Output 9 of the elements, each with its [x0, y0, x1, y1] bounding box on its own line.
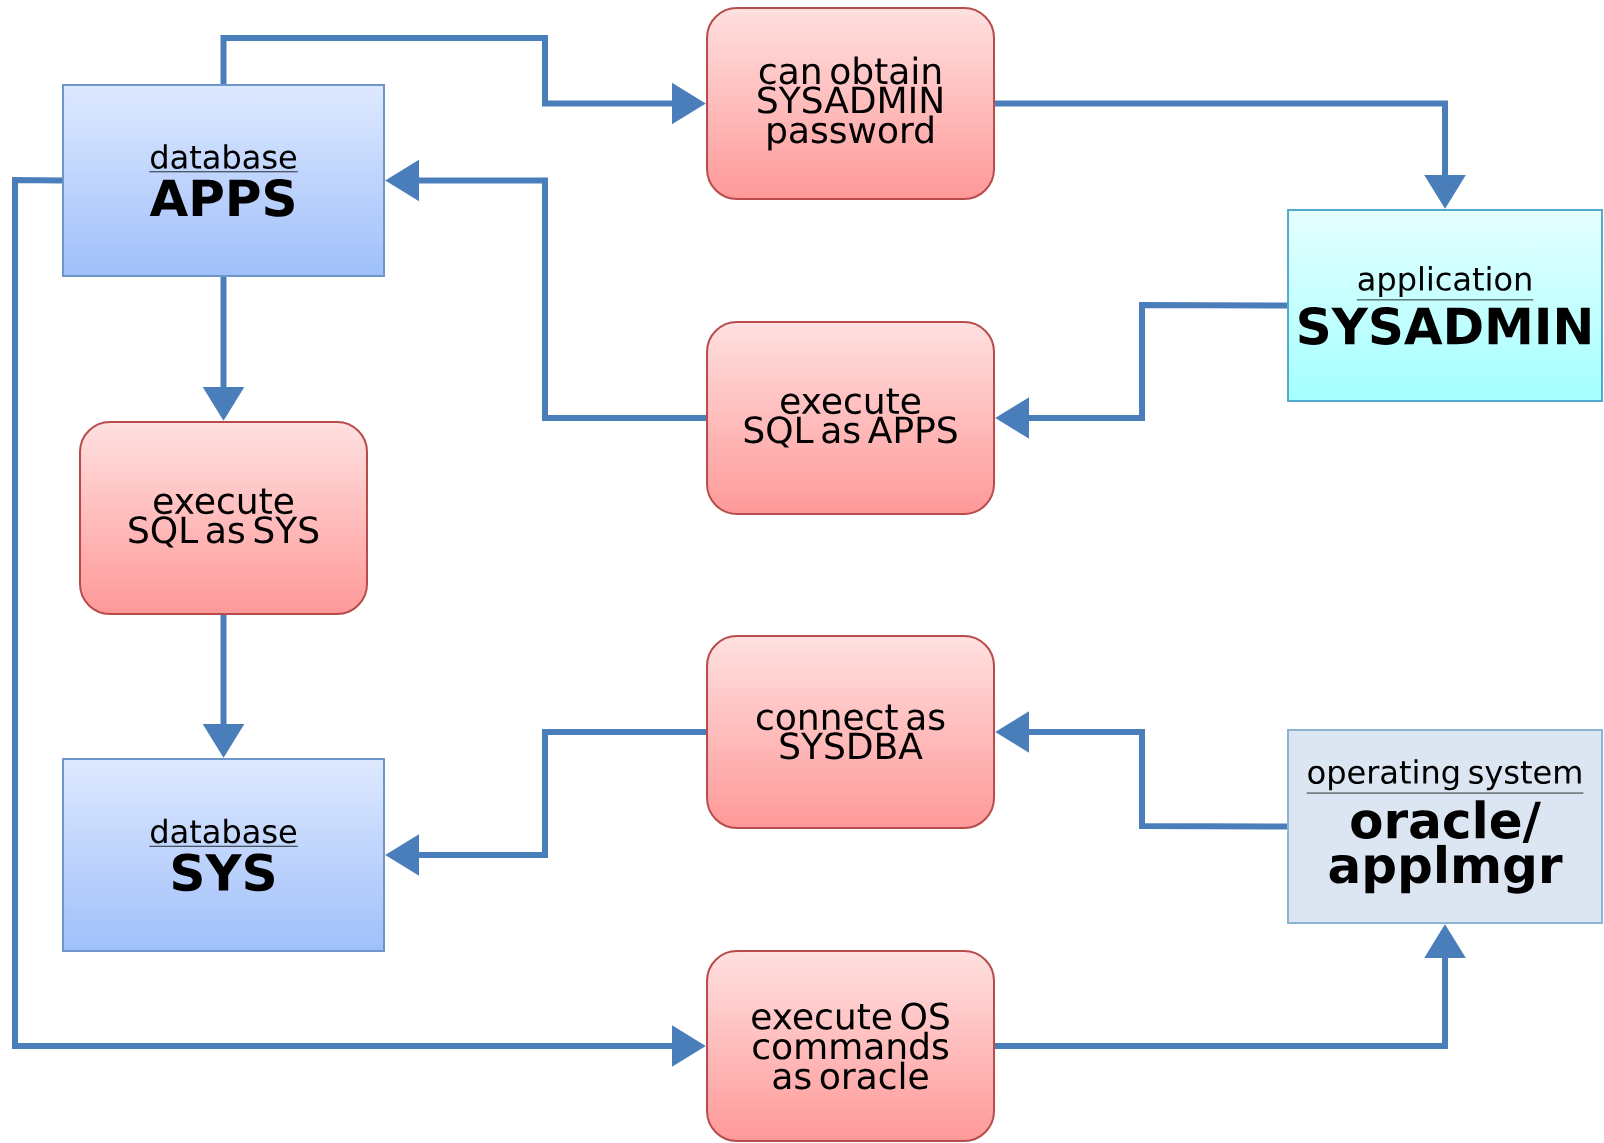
- process-box: can obtain SYSADMIN password: [706, 7, 995, 200]
- process-box: execute OS commands as oracle: [706, 950, 995, 1142]
- account-box: database APPS: [62, 84, 385, 277]
- account-box: operating system oracle/ applmgr: [1287, 729, 1603, 924]
- account-box: database SYS: [62, 758, 385, 952]
- account-box: application SYSADMIN: [1287, 209, 1603, 402]
- process-box: execute SQL as APPS: [706, 321, 995, 515]
- process-box: execute SQL as SYS: [79, 421, 368, 615]
- process-box: connect as SYSDBA: [706, 635, 995, 829]
